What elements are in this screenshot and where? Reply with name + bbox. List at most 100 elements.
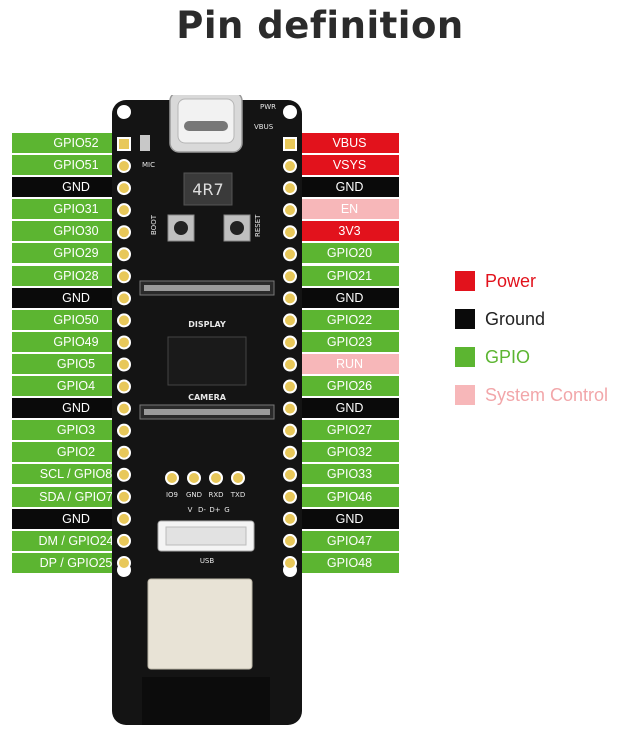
usb-jst-connector [157,520,255,552]
vbus-silk-label: VBUS [254,123,274,131]
pin-label-gnd: GND [12,177,140,198]
left-header-pads [117,137,131,570]
chip [167,336,247,386]
header-pad [283,511,297,526]
pin-label-vsys: VSYS [300,155,399,176]
dev-board: PWR VBUS MIC 4R7 BOOT RESET DISPLAY CAME… [112,95,302,725]
pin-label-gpio49: GPIO49 [12,331,140,352]
pin-label-gnd: GND [300,398,399,419]
display-label: DISPLAY [188,320,226,329]
header-pad [283,467,297,482]
header-pad [283,291,297,306]
header-label-txd: TXD [230,491,245,499]
header-pad [283,423,297,438]
pin-label-gpio50: GPIO50 [12,309,140,330]
connector-label-g: G [224,506,229,514]
legend-item-gpio: GPIO [455,338,608,376]
pin-label-gnd: GND [12,508,140,529]
camera-label: CAMERA [188,393,227,402]
header-pad [117,313,131,328]
pin-label-scl-gpio8: SCL / GPIO8 [12,464,140,485]
header-pad [117,291,131,306]
pin-label-gnd: GND [12,398,140,419]
pin-label-gpio3: GPIO3 [12,420,140,441]
header-label-io9: IO9 [166,491,178,499]
antenna-area [142,677,270,725]
header-pad [117,159,131,174]
legend-swatch [455,385,475,405]
pin-label-en: EN [300,199,399,220]
pin-label-gpio22: GPIO22 [300,309,399,330]
pin-label-gpio46: GPIO46 [300,486,399,507]
pin-label-dp-gpio25: DP / GPIO25 [12,552,140,573]
legend-label: System Control [485,384,609,405]
pin-label-gpio2: GPIO2 [12,442,140,463]
pin-label-gpio21: GPIO21 [300,265,399,286]
pin-label-gpio29: GPIO29 [12,243,140,264]
header-pad [283,313,297,328]
pin-label-gpio4: GPIO4 [12,376,140,397]
pin-label-gpio47: GPIO47 [300,530,399,551]
reset-label: RESET [254,214,262,237]
legend-label: GPIO [485,346,531,367]
legend-item-system-control: System Control [455,376,608,414]
pin-label-vbus: VBUS [300,133,399,153]
debug-header-pads [165,471,245,485]
pin-label-gnd: GND [300,508,399,529]
pin-label-gnd: GND [12,287,140,308]
wireless-module [147,578,253,670]
pwr-label: PWR [260,103,276,111]
header-pad [117,445,131,460]
legend-swatch [455,347,475,367]
header-pad [117,511,131,526]
header-pad [283,489,297,504]
reset-button [223,214,251,242]
header-pad [283,269,297,284]
pin-label-gnd: GND [300,177,399,198]
mounting-hole [117,105,131,119]
header-pad [117,357,131,372]
pin-label-gpio51: GPIO51 [12,155,140,176]
pin-label-gpio33: GPIO33 [300,464,399,485]
camera-fpc-connector [139,404,275,420]
usb-silk-label: USB [200,557,215,565]
header-pad [283,401,297,416]
header-pad [117,379,131,394]
header-pad [283,533,297,548]
pin-label-dm-gpio24: DM / GPIO24 [12,530,140,551]
pin-label-sda-gpio7: SDA / GPIO7 [12,486,140,507]
usb-c-connector [169,95,243,153]
boot-button [167,214,195,242]
header-pad [283,225,297,240]
pin-label-gpio5: GPIO5 [12,353,140,374]
header-pad [283,159,297,174]
legend-swatch [455,271,475,291]
pin-label-3v3: 3V3 [300,221,399,242]
inductor: 4R7 [183,172,233,206]
header-pad [117,467,131,482]
legend-label: Ground [485,308,546,329]
header-pad [117,269,131,284]
header-label-gnd: GND [186,491,202,499]
header-pad [117,181,131,196]
mounting-hole [283,105,297,119]
header-pad [117,203,131,218]
header-pad [117,401,131,416]
header-pad [117,137,131,151]
connector-label-dminus: D- [198,506,206,514]
header-pad [117,533,131,548]
mic-component [140,135,150,151]
pin-label-gpio27: GPIO27 [300,420,399,441]
display-fpc-connector [139,280,275,296]
header-pad [117,247,131,262]
header-label-rxd: RXD [208,491,223,499]
connector-label-dplus: D+ [209,506,220,514]
page-title: Pin definition [176,4,464,47]
pin-label-gpio30: GPIO30 [12,221,140,242]
header-pad [283,181,297,196]
pin-label-gpio31: GPIO31 [12,199,140,220]
boot-label: BOOT [150,214,158,235]
header-pad [117,423,131,438]
